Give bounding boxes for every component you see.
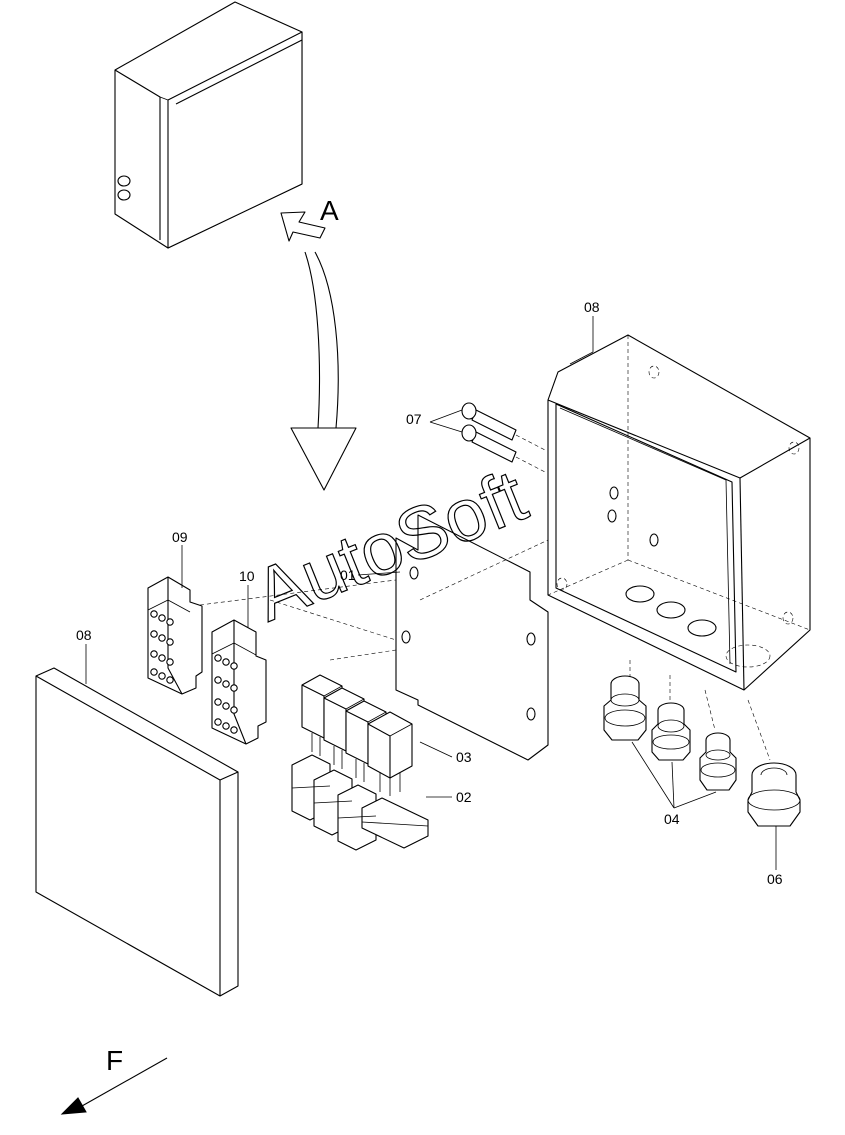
front-cover	[35, 667, 239, 997]
callout-03: 03	[456, 749, 472, 765]
view-label-f: F	[106, 1045, 123, 1076]
view-arrow-a: A	[280, 195, 339, 242]
cable-entry-hole	[656, 601, 686, 619]
callout-08-cover: 08	[76, 627, 92, 643]
callout-09: 09	[172, 529, 188, 545]
leader-lines	[85, 316, 777, 870]
callout-06: 06	[767, 871, 783, 887]
cable-glands	[603, 675, 801, 827]
cable-gland-2	[651, 702, 691, 761]
assembly-direction-arrow	[290, 251, 357, 491]
relays	[301, 674, 413, 796]
cable-entry-hole	[687, 619, 717, 637]
callout-10: 10	[239, 568, 255, 584]
callout-02: 02	[456, 789, 472, 805]
hole	[649, 533, 659, 547]
screws	[461, 402, 546, 473]
callout-04: 04	[664, 811, 680, 827]
callout-07: 07	[406, 411, 422, 427]
screw-lower	[461, 424, 517, 463]
callout-08-box: 08	[584, 299, 600, 315]
cable-gland-1	[603, 675, 647, 741]
cable-entry-hole	[625, 585, 655, 603]
relay-sockets	[291, 754, 429, 851]
view-label-a: A	[320, 195, 339, 226]
screw-upper	[461, 402, 517, 441]
mounting-plate	[395, 514, 549, 761]
open-enclosure-box	[547, 334, 811, 691]
cable-gland-large	[747, 762, 801, 827]
hole	[609, 486, 619, 500]
cable-gland-3	[699, 732, 737, 791]
terminal-block-10	[211, 619, 267, 745]
terminal-block-09	[147, 576, 203, 695]
latch-upper	[117, 175, 131, 187]
relay-4	[367, 711, 413, 796]
hole	[607, 509, 617, 523]
callout-01: 01	[340, 567, 356, 583]
latch-lower	[117, 189, 131, 201]
closed-enclosure	[114, 1, 303, 249]
callout-labels: 08 07 01 09 10 08 03 02 04 06	[76, 299, 783, 887]
view-arrow-f: F	[60, 1045, 168, 1115]
